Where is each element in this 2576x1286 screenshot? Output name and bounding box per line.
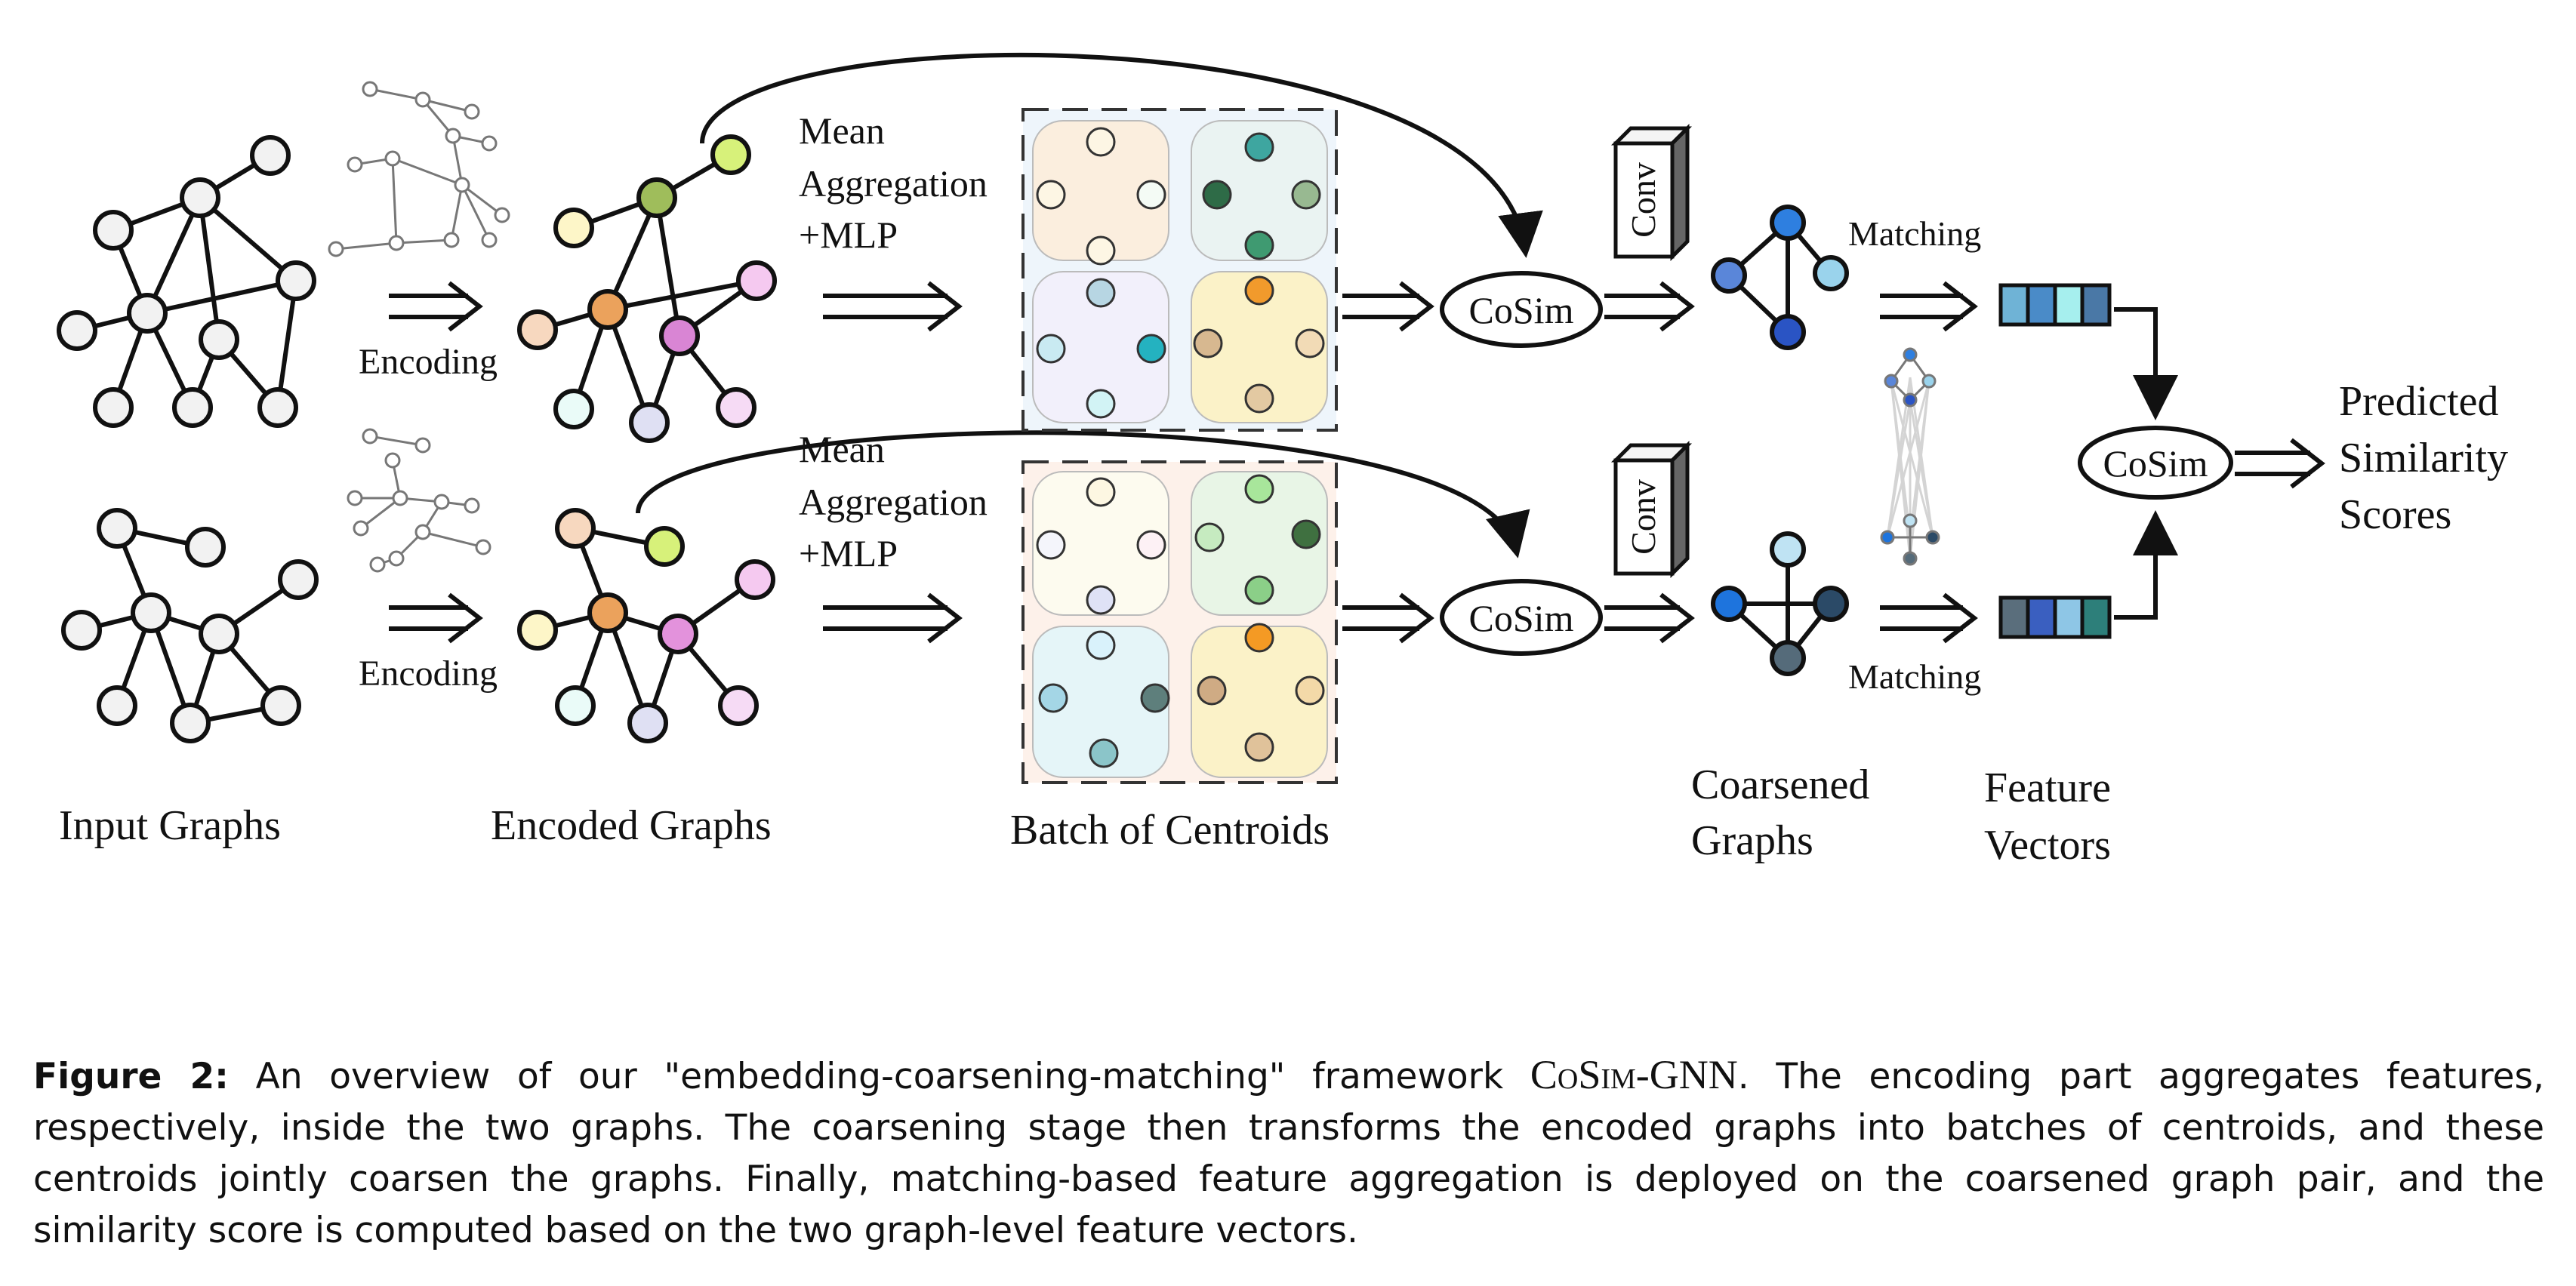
caption-text-after: . The encoding part aggregates features,… (33, 1056, 2544, 1251)
feature-vectors-label-line2: Vectors (1984, 822, 2111, 869)
feature-cell (1998, 595, 2030, 639)
input-graph-top (57, 135, 316, 428)
feature-cell (1998, 283, 2030, 327)
matching-bottom-label: Matching (1848, 657, 1981, 696)
feature-cell (2026, 595, 2057, 639)
cosim-node-final: CoSim (2078, 426, 2233, 500)
cosim-node-top: CoSim (1440, 271, 1603, 348)
encoding-message-passing-bottom (347, 428, 491, 573)
cosim-node-bottom: CoSim (1440, 579, 1603, 656)
coarsened-graph-bottom (1711, 531, 1849, 676)
conv-top-label: Conv (1624, 162, 1662, 238)
encoded-graph-bottom (517, 508, 775, 743)
matching-arrow-bottom (1880, 592, 1978, 644)
centroid-to-cosim-arrow-top (1342, 281, 1434, 332)
input-graph-bottom (61, 508, 319, 743)
input-graphs-label: Input Graphs (59, 802, 281, 849)
mlp-top-label: +MLP (799, 214, 898, 256)
feature-vector-top (1998, 283, 2112, 327)
encoding-arrow-bottom (389, 592, 483, 644)
feature-cell (2026, 283, 2057, 327)
cross-graph-matching (1880, 347, 1940, 566)
conv-block-top: Conv (1610, 123, 1693, 262)
encoding-message-passing-top (328, 81, 510, 257)
skip-arrow-top (700, 53, 1543, 258)
mean-top-label: Mean (799, 109, 885, 152)
method-name: CoSim-GNN (1530, 1052, 1738, 1097)
encoding-top-label: Encoding (359, 342, 498, 382)
predicted-scores-label-line1: Predicted (2339, 378, 2498, 425)
feature-vector-bottom (1998, 595, 2112, 639)
feature-cell (2053, 283, 2085, 327)
coarsened-graph-top (1711, 205, 1849, 350)
feature-to-final-arrow-bottom (2114, 510, 2178, 620)
encoding-arrow-top (389, 281, 483, 332)
encoding-bottom-label: Encoding (359, 654, 498, 694)
matching-top-label: Matching (1848, 214, 1981, 253)
coarsened-graphs-label-line2: Graphs (1691, 817, 1813, 864)
feature-vectors-label-line1: Feature (1984, 765, 2111, 811)
final-output-arrow (2235, 438, 2325, 489)
aggregation-bottom-label: Aggregation (799, 481, 988, 523)
batch-of-centroids-label: Batch of Centroids (1010, 807, 1330, 854)
conv-block-bottom: Conv (1610, 440, 1693, 579)
figure-number: Figure 2: (33, 1056, 229, 1097)
encoded-graphs-label: Encoded Graphs (491, 802, 772, 849)
feature-to-final-arrow-top (2114, 307, 2178, 420)
centroid-to-cosim-arrow-bottom (1342, 592, 1434, 644)
feature-cell (2053, 595, 2085, 639)
cosim-final-label: CoSim (2103, 442, 2208, 485)
caption-text-before: An overview of our "embedding-coarsening… (228, 1056, 1530, 1097)
feature-cell (2080, 283, 2112, 327)
encoded-graph-top (517, 134, 777, 443)
mlp-bottom-label: +MLP (799, 532, 898, 574)
coarsened-graphs-label-line1: Coarsened (1691, 761, 1869, 808)
skip-arrow-bottom (636, 430, 1530, 558)
aggregation-arrow-bottom (823, 592, 963, 644)
figure-caption: Figure 2: An overview of our "embedding-… (33, 1049, 2544, 1257)
centroid-batch-top (1021, 108, 1338, 432)
predicted-scores-label-line2: Similarity (2339, 435, 2508, 481)
framework-diagram: CoSim CoSim Conv Conv (57, 53, 2508, 869)
cosim-bottom-label: CoSim (1469, 597, 1574, 639)
predicted-scores-label-line3: Scores (2339, 491, 2451, 538)
mean-bottom-label: Mean (799, 428, 885, 470)
conv-bottom-label: Conv (1624, 479, 1662, 555)
aggregation-top-label: Aggregation (799, 162, 988, 205)
aggregation-arrow-top (823, 281, 963, 332)
feature-cell (2080, 595, 2112, 639)
matching-arrow-top (1880, 281, 1978, 332)
centroid-batch-bottom (1021, 460, 1338, 784)
cosim-top-label: CoSim (1469, 289, 1574, 331)
cosim-to-coarsened-arrow-top (1604, 281, 1695, 332)
cosim-to-coarsened-arrow-bottom (1604, 592, 1695, 644)
